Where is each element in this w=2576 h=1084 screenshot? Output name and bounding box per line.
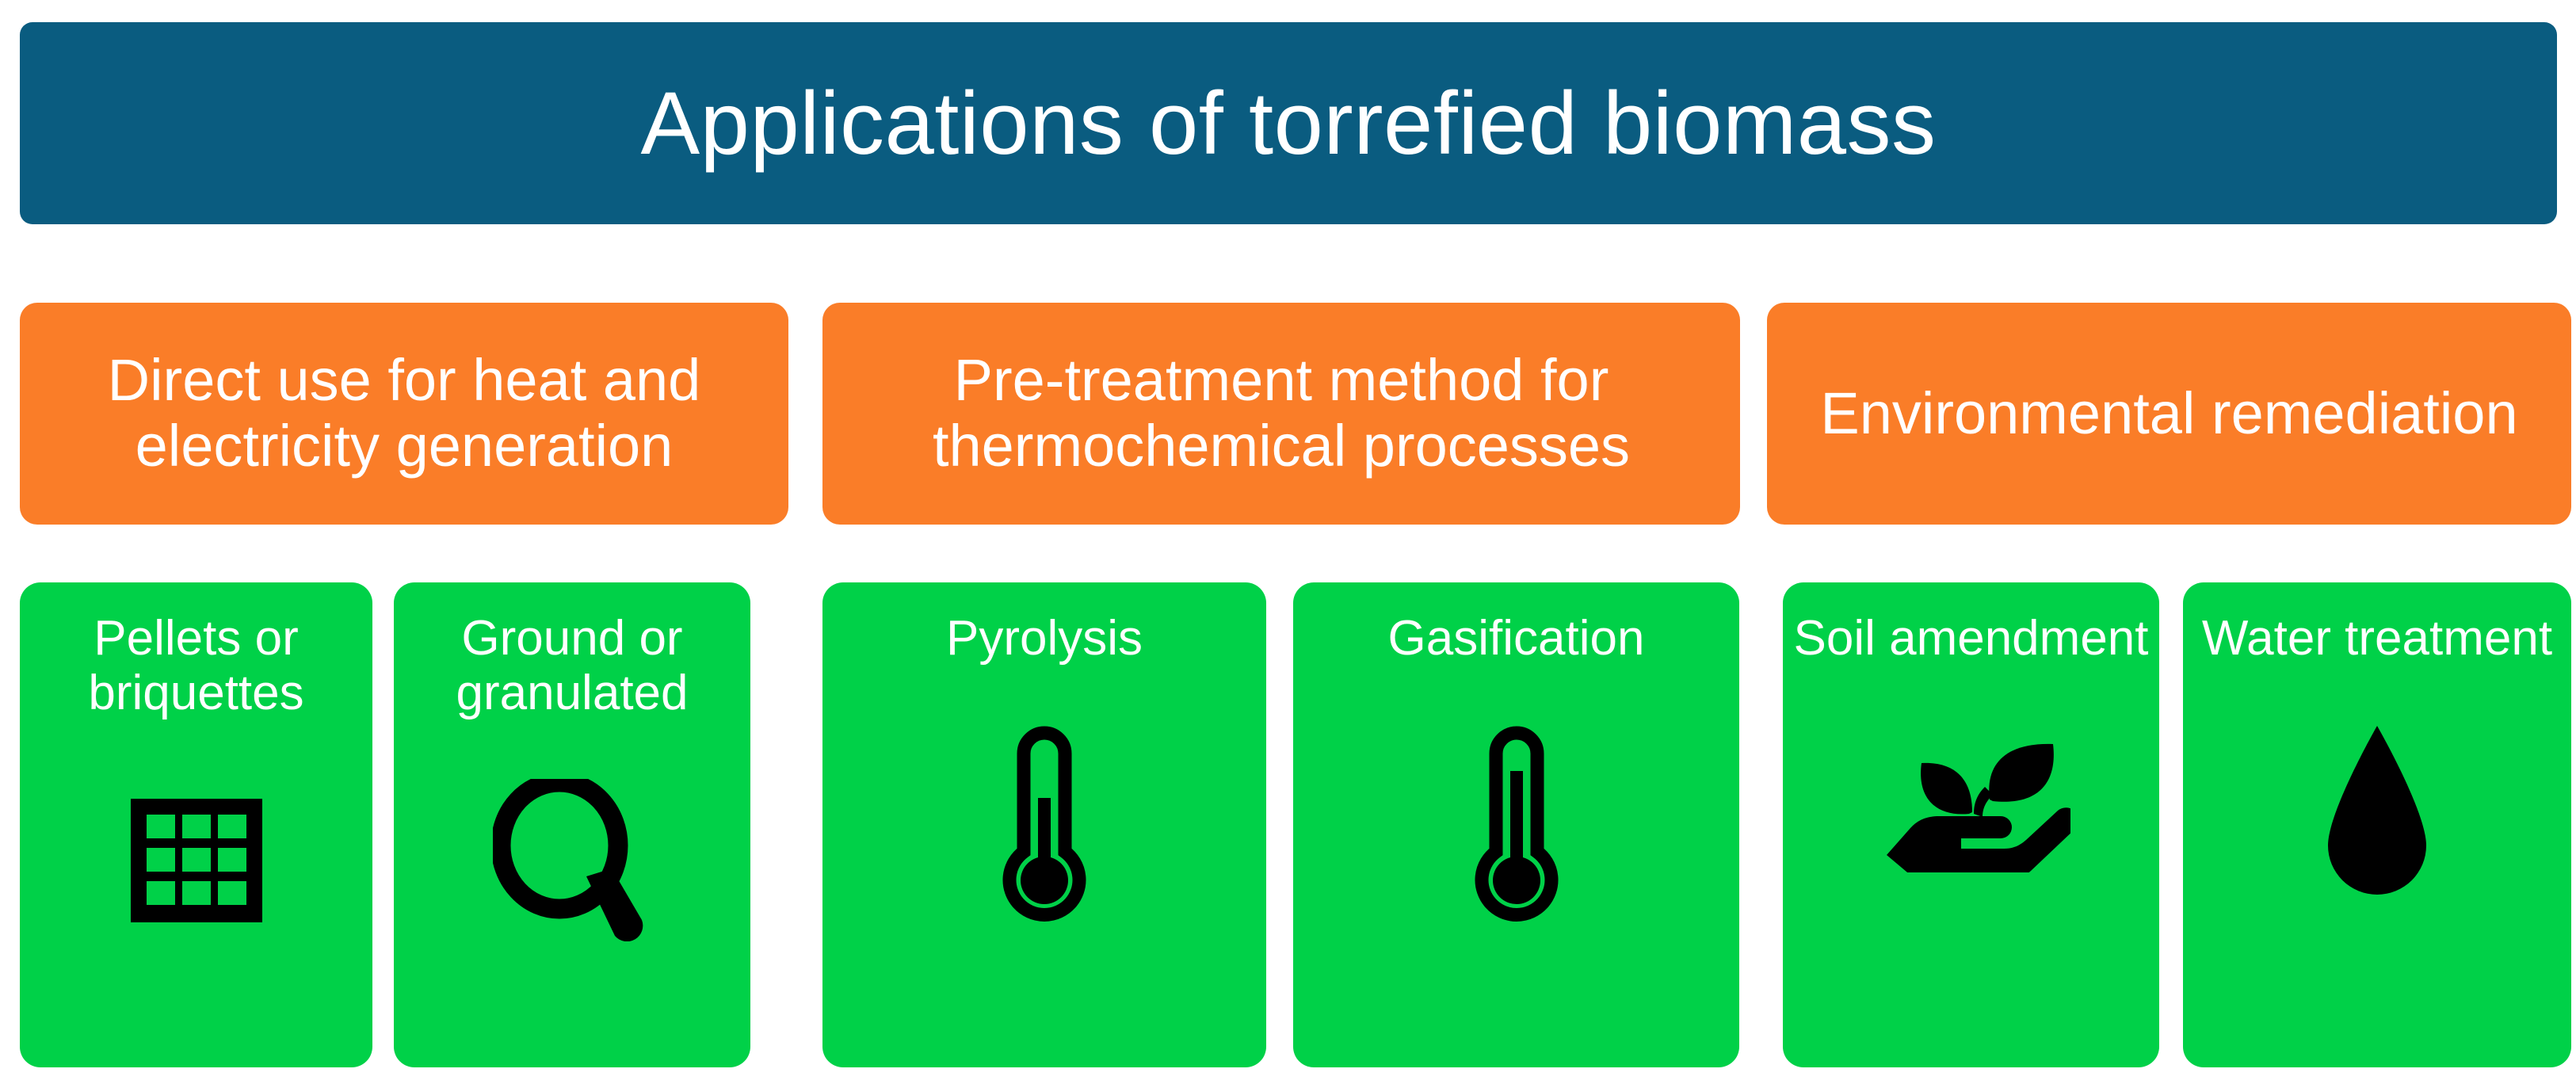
hand-plant-icon bbox=[1783, 686, 2159, 924]
category-box-environmental-remediation[interactable]: Environmental remediation bbox=[1767, 303, 2571, 525]
magnifier-icon bbox=[394, 742, 750, 979]
category-box-direct-use[interactable]: Direct use for heat and electricity gene… bbox=[20, 303, 788, 525]
category-label: Pre-treatment method for thermochemical … bbox=[932, 347, 1631, 479]
item-box-gasification[interactable]: Gasification bbox=[1293, 582, 1739, 1067]
thermometer-icon bbox=[1293, 705, 1739, 943]
thermometer-icon bbox=[822, 705, 1266, 943]
item-box-pyrolysis[interactable]: Pyrolysis bbox=[822, 582, 1266, 1067]
item-label: Pellets or briquettes bbox=[88, 611, 304, 721]
category-label: Environmental remediation bbox=[1820, 380, 2518, 446]
item-label: Water treatment bbox=[2201, 611, 2553, 666]
item-label: Pyrolysis bbox=[945, 611, 1143, 666]
water-drop-icon bbox=[2183, 693, 2571, 930]
item-label: Soil amendment bbox=[1793, 611, 2149, 666]
item-label: Ground or granulated bbox=[456, 611, 689, 721]
category-box-pre-treatment[interactable]: Pre-treatment method for thermochemical … bbox=[822, 303, 1740, 525]
grid-icon bbox=[20, 742, 372, 979]
item-box-water-treatment[interactable]: Water treatment bbox=[2183, 582, 2571, 1067]
item-box-soil-amendment[interactable]: Soil amendment bbox=[1783, 582, 2159, 1067]
item-box-ground-or-granulated[interactable]: Ground or granulated bbox=[394, 582, 750, 1067]
title-banner: Applications of torrefied biomass bbox=[20, 22, 2557, 224]
page-title: Applications of torrefied biomass bbox=[640, 73, 1937, 173]
category-label: Direct use for heat and electricity gene… bbox=[107, 347, 701, 479]
item-label: Gasification bbox=[1387, 611, 1645, 666]
item-box-pellets-or-briquettes[interactable]: Pellets or briquettes bbox=[20, 582, 372, 1067]
